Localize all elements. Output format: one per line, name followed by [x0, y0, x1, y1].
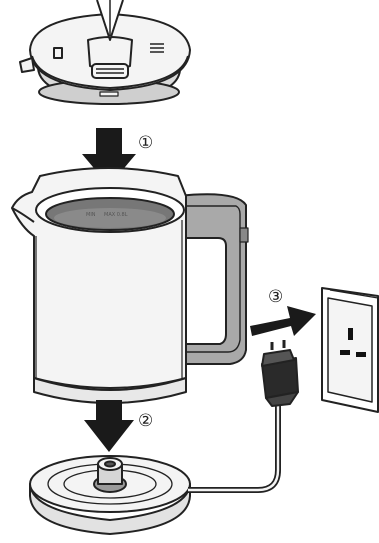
step-2-label: ② — [138, 411, 153, 431]
arrow-icon — [250, 306, 316, 336]
kettle-icon — [12, 168, 248, 403]
step-3-label: ③ — [268, 287, 283, 307]
kettle-min-marking: MIN — [86, 212, 96, 218]
step-1-label: ① — [138, 133, 153, 153]
arrow-icon — [84, 400, 134, 452]
power-cord — [188, 400, 278, 490]
wall-socket-icon — [322, 288, 378, 412]
plug-icon — [262, 340, 298, 406]
lid-icon — [20, 0, 190, 104]
power-base-icon — [30, 456, 190, 534]
kettle-max-marking: MAX 0.8L — [104, 212, 128, 218]
